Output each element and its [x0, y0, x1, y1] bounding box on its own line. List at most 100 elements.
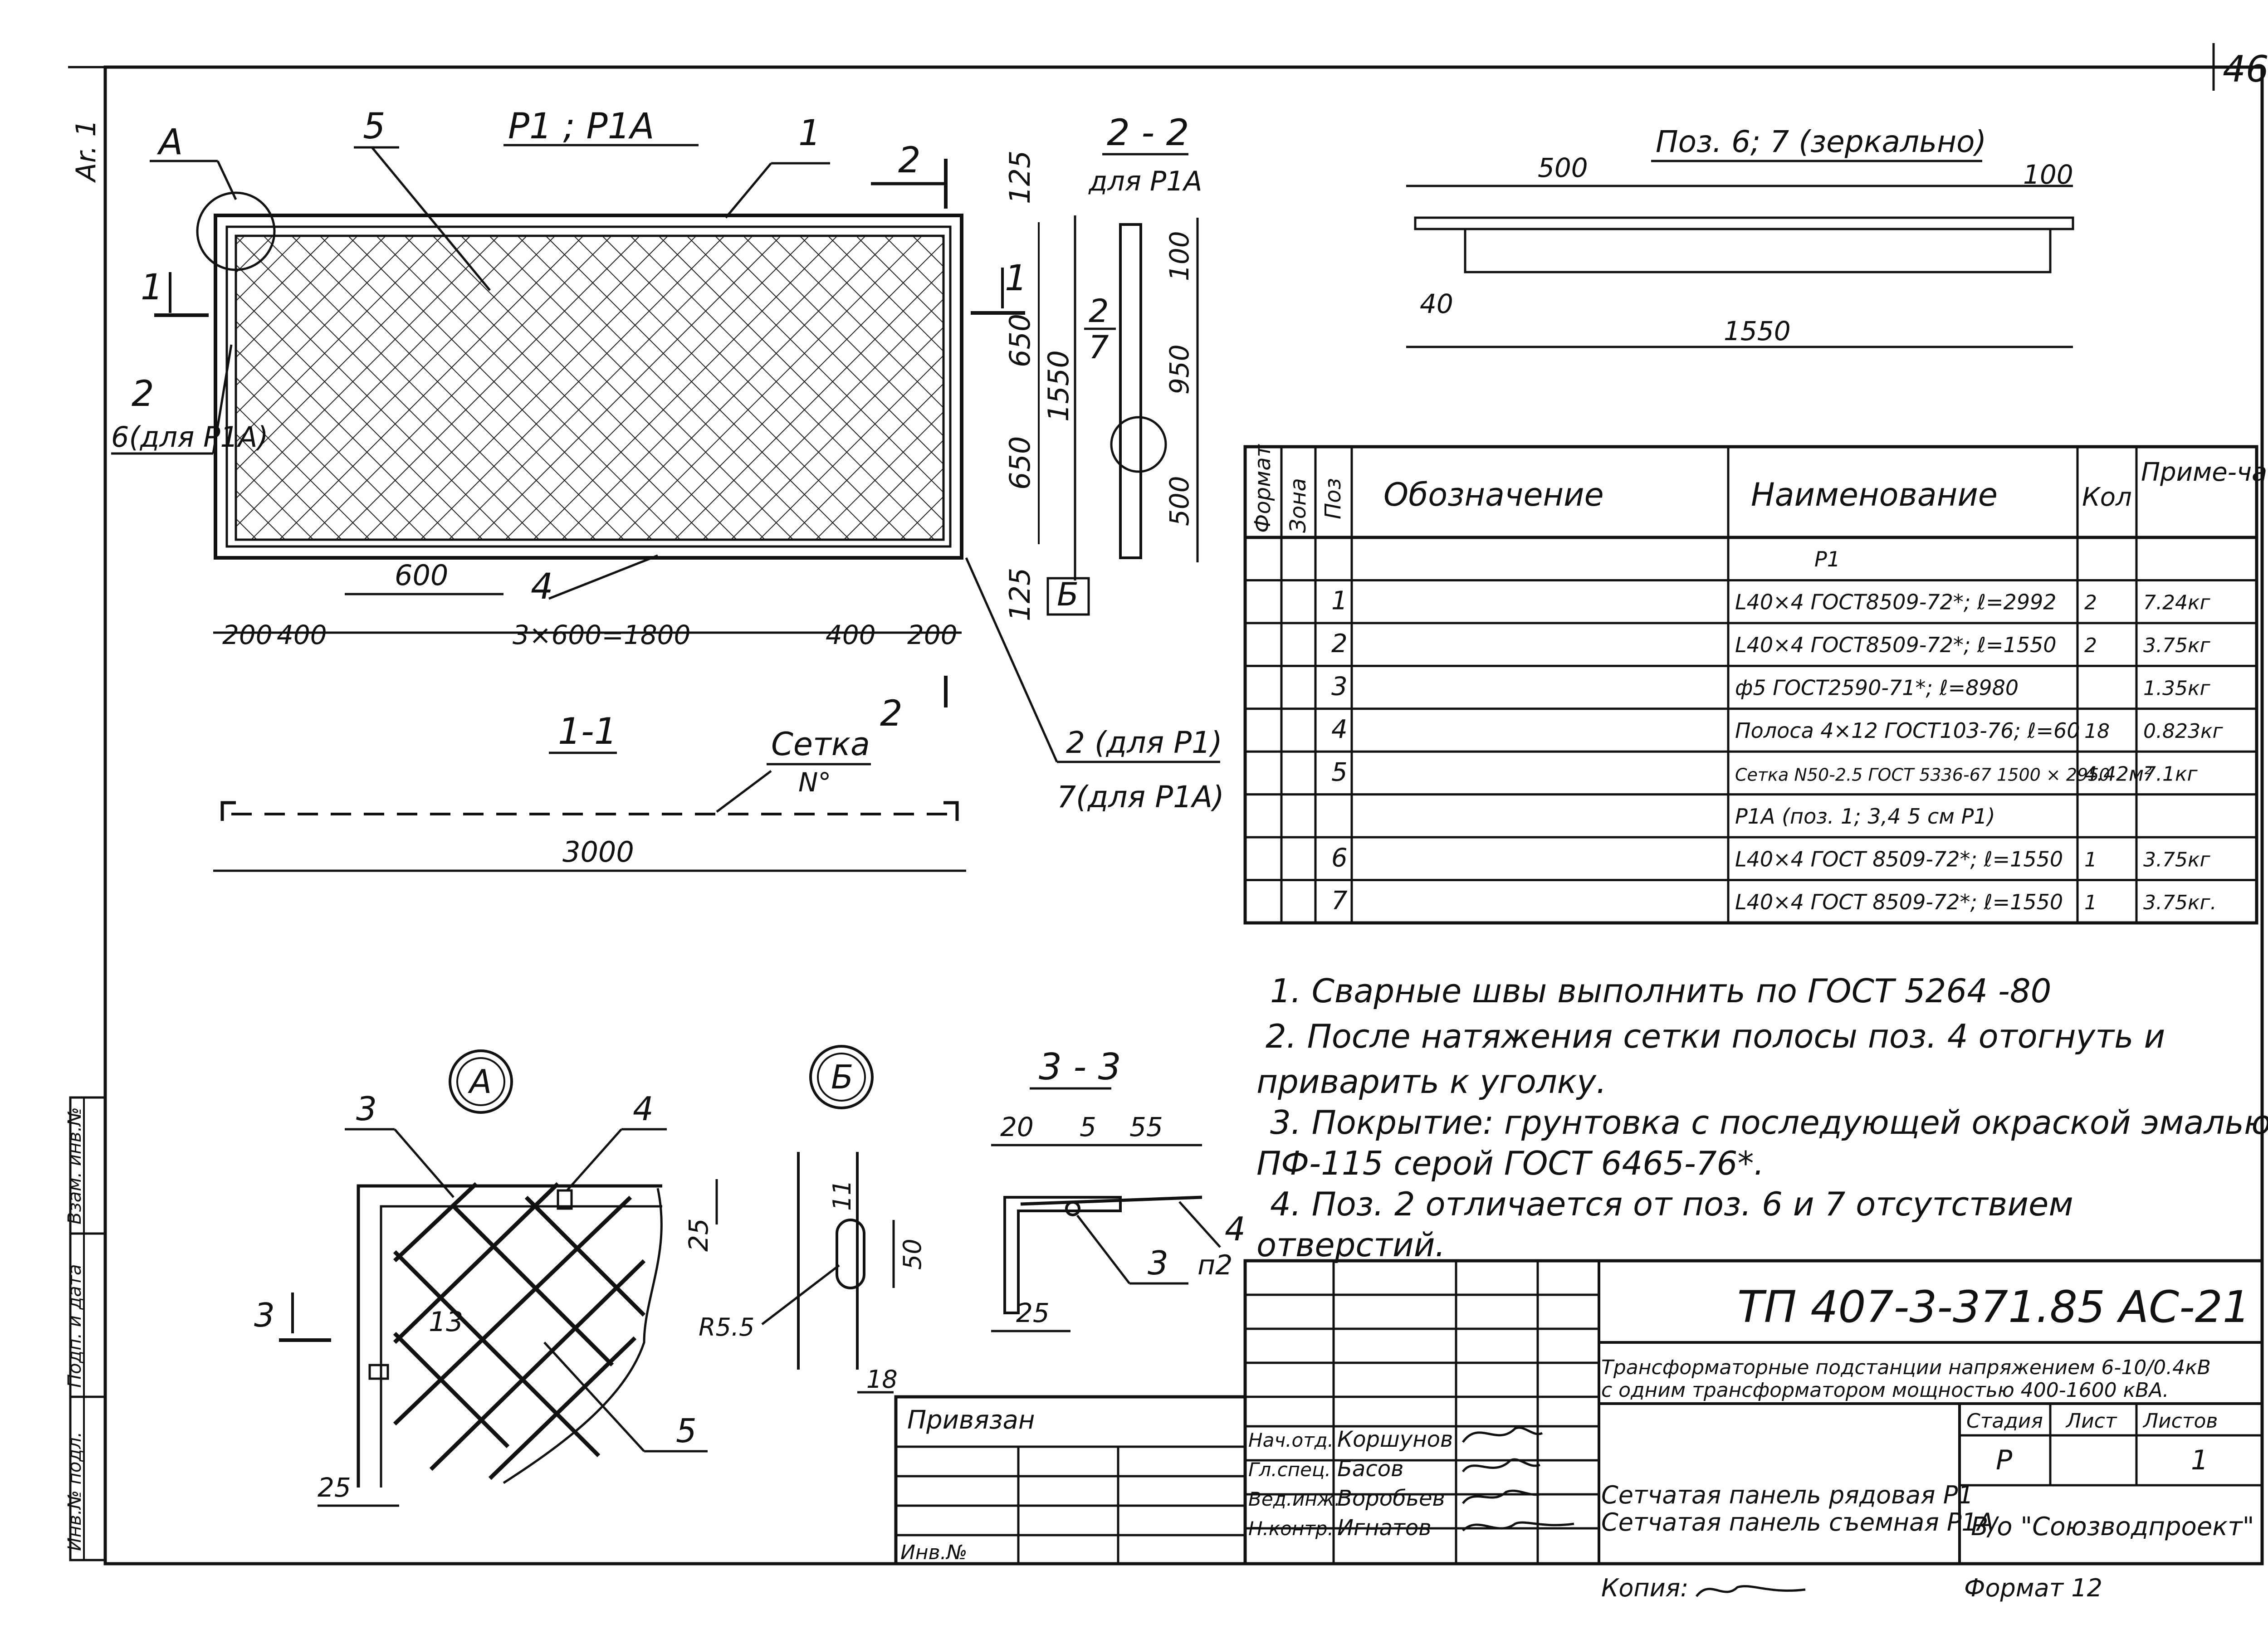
label-2-over-7-bottom: 7: [1089, 329, 1109, 366]
section-1-left: 1: [141, 267, 163, 308]
spec-cell-note: 0.823кг: [2143, 720, 2224, 743]
section-1-1-right-angle: [943, 801, 959, 821]
spec-cell-pos: 4: [1331, 715, 1348, 744]
spec-cell-qty: 18: [2084, 720, 2110, 743]
callout-a: A: [156, 122, 183, 163]
dim-600: 600: [395, 559, 448, 592]
spec-cell-note: 3.75кг: [2143, 848, 2211, 871]
detail-b: Б 11 50 R5.5 18: [699, 1045, 927, 1394]
dim-500: 500: [1164, 476, 1195, 526]
callout-4: 4: [531, 566, 553, 607]
section-2-2-subtitle: для Р1А: [1088, 166, 1202, 197]
dim-400-right: 400: [826, 619, 876, 650]
hdr-pos: Поз: [1320, 478, 1346, 519]
spec-cell-pos: 3: [1331, 672, 1348, 702]
dim-950: 950: [1164, 344, 1195, 395]
detail-a-break-line: [503, 1188, 663, 1484]
label-2-over-7-top: 2: [1089, 293, 1109, 330]
hdr-name: Наименование: [1751, 476, 1998, 513]
note-4-cont: отверстий.: [1256, 1226, 1445, 1264]
section-2-bottom: 2: [880, 693, 903, 734]
side-stamp-replace-inv: Взам. инв.№: [64, 1107, 85, 1224]
callout-2-p1-leader: [965, 557, 1058, 763]
pos-6-7-angle-leg: [1464, 228, 2052, 273]
side-stamp-frame: [69, 1096, 107, 1561]
detail-b-r-leader: [761, 1264, 840, 1325]
note-3: 3. Покрытие: грунтовка с последующей окр…: [1270, 1103, 2268, 1141]
callout-4-leader: [548, 554, 658, 600]
side-stamp-sign-date: Подп. и дата: [64, 1264, 85, 1388]
callout-1-leader: [725, 162, 772, 219]
section-3-3-rod: [1065, 1201, 1080, 1216]
stage-header: Стадия: [1966, 1410, 2043, 1433]
pos-6-7-title: Поз. 6; 7 (зеркально): [1656, 124, 1986, 159]
detail-a-4-leader: [566, 1128, 622, 1191]
dim-top-125: 125: [1003, 151, 1036, 204]
role-2: Гл.спец.: [1248, 1458, 1331, 1481]
callout-b-box: [1046, 577, 1090, 616]
hdr-qty: Кол: [2082, 483, 2132, 512]
detail-a-callout-3: 3: [356, 1090, 377, 1128]
signatures: [1461, 1426, 1574, 1532]
hdr-zone: Зона: [1286, 478, 1311, 533]
spec-cell-qty: 2: [2084, 591, 2097, 615]
spec-cell-pos: 6: [1331, 843, 1348, 873]
bound-label: Привязан: [907, 1405, 1035, 1435]
section-1-1: 1-1 Сетка N° 3000: [213, 710, 966, 872]
detail-a-mesh: [393, 1182, 646, 1480]
pos-dim-100: 100: [2023, 159, 2073, 190]
sheets-value: 1: [2191, 1444, 2208, 1476]
section-2-2-angle: [1119, 223, 1142, 559]
detail-a-strip-left: [368, 1364, 389, 1380]
section-1-1-title: 1-1: [558, 710, 617, 752]
callout-2-left: 2: [132, 374, 154, 415]
project-line-1: Трансформаторные подстанции напряжением …: [1601, 1356, 2211, 1379]
detail-b-dim-11: 11: [828, 1180, 856, 1211]
callout-6-leader: [212, 344, 233, 454]
note-3-cont: ПФ-115 серой ГОСТ 6465-76*.: [1256, 1144, 1764, 1182]
detail-a-callout-circle: [196, 191, 276, 271]
spec-cell-name: Р1: [1814, 547, 1840, 571]
doc-code: ТП 407-3-371.85 АС-21: [1737, 1282, 2250, 1332]
dim-3x600: 3×600=1800: [513, 619, 690, 650]
section-3-3-p2: п2: [1198, 1249, 1232, 1281]
dim-650-b: 650: [1003, 436, 1036, 490]
mesh-label: Сетка: [771, 726, 870, 763]
section-3-3-3-leader: [1076, 1215, 1130, 1284]
callout-5-leader: [371, 146, 491, 291]
format-label: Формат 12: [1964, 1574, 2102, 1602]
detail-a-strip-top: [557, 1189, 573, 1210]
dim-100: 100: [1164, 231, 1195, 281]
panel-outer-frame: [214, 214, 963, 560]
side-stamp: Инв.№ подл. Подп. и дата Взам. инв.№: [64, 1096, 107, 1561]
spec-table-frame: [1243, 445, 2258, 925]
callout-6-left: 6(для Р1А): [111, 420, 269, 454]
spec-cell-name: L40×4 ГОСТ 8509-72*; ℓ=1550: [1735, 847, 2063, 871]
spec-cell-pos: 2: [1331, 629, 1348, 658]
role-3: Вед.инж.: [1248, 1488, 1340, 1510]
section-2-top: 2: [898, 140, 921, 181]
sheet-title-1: Сетчатая панель рядовая Р1: [1601, 1481, 1974, 1509]
stage-value: Р: [1996, 1444, 2013, 1476]
detail-a-section-3: 3: [254, 1296, 275, 1334]
detail-b-label-circle-inner: [817, 1053, 866, 1102]
detail-b-dim-18: 18: [866, 1365, 898, 1394]
hdr-note: Приме-чание: [2141, 458, 2268, 487]
dim-200-left: 200: [222, 619, 273, 650]
name-3: Воробьев: [1337, 1486, 1445, 1511]
detail-a: A 3 4 5 13 3 25 25: [254, 1049, 718, 1507]
detail-a-label-circle: [449, 1049, 513, 1114]
section-3-3-dim-55: 55: [1129, 1112, 1163, 1142]
section-3-3-dim-25: 25: [1016, 1297, 1050, 1328]
section-3-3-dim-5: 5: [1080, 1112, 1096, 1142]
pos-dim-40: 40: [1420, 288, 1453, 319]
page-number: 46: [2223, 48, 2268, 90]
name-2: Басов: [1337, 1456, 1403, 1482]
spec-cell-name: ф5 ГОСТ2590-71*; ℓ=8980: [1735, 676, 2019, 700]
sheets-header: Листов: [2142, 1410, 2218, 1433]
section-3-3-dim-20: 20: [1000, 1112, 1034, 1142]
bound-block: [894, 1395, 1247, 1566]
mesh-fill: [235, 234, 945, 541]
pos-dim-500: 500: [1538, 152, 1588, 183]
